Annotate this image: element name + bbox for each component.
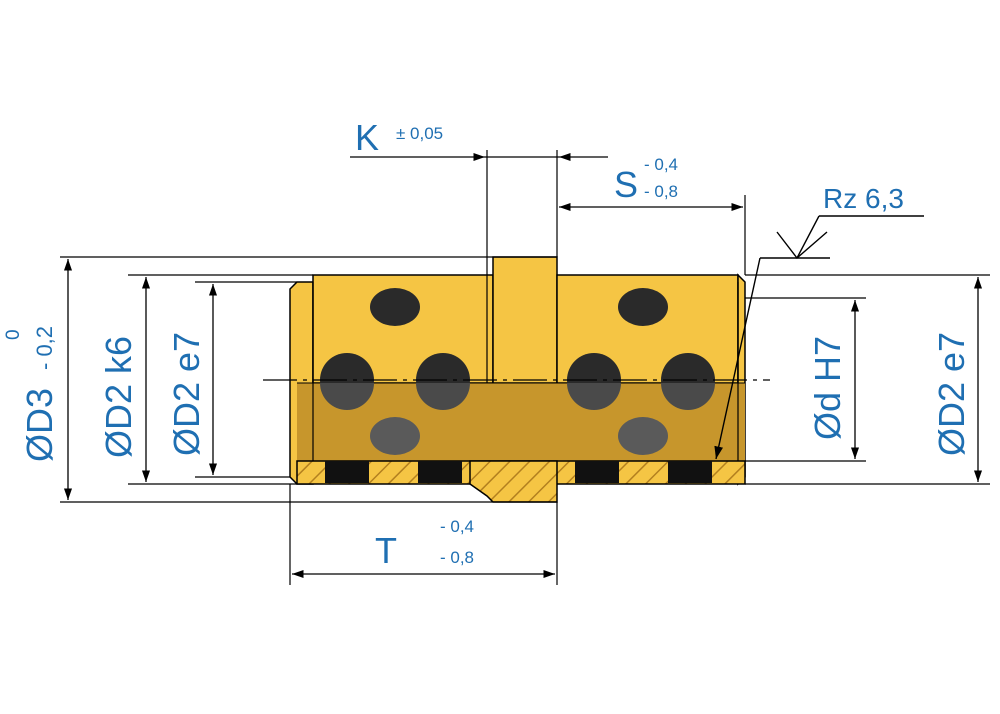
section-plug	[418, 461, 462, 483]
labels: ØD3 0 - 0,2 ØD2 k6 ØD2 e7 Ød H7 ØD2 e7 K…	[3, 117, 972, 571]
graphite-plug	[618, 417, 668, 455]
d3-tol-lower: - 0,2	[32, 326, 57, 370]
t-label: T	[375, 530, 397, 571]
s-tol-lower: - 0,8	[644, 182, 678, 201]
graphite-plug	[370, 288, 420, 326]
k-tol: ± 0,05	[396, 124, 443, 143]
collar	[492, 256, 558, 384]
graphite-plug	[618, 288, 668, 326]
d3-label: ØD3	[19, 388, 60, 462]
dimension-lines	[63, 152, 983, 579]
extension-lines	[60, 150, 990, 585]
bushing-body	[263, 256, 770, 503]
k-label: K	[355, 117, 379, 158]
d-h7-label: Ød H7	[807, 336, 848, 440]
section-plug	[575, 461, 619, 483]
d2-e7-right-label: ØD2 e7	[931, 332, 972, 456]
section-plug	[668, 461, 712, 483]
d2-e7-left-label: ØD2 e7	[166, 332, 207, 456]
surface-finish-symbol	[714, 215, 924, 460]
section-plug	[325, 461, 369, 483]
t-tol-upper: - 0,4	[440, 517, 474, 536]
d3-tol-upper: 0	[3, 329, 24, 340]
s-label: S	[614, 164, 638, 205]
rz-label: Rz 6,3	[823, 183, 904, 214]
d2-k6-label: ØD2 k6	[98, 336, 139, 458]
graphite-plug	[370, 417, 420, 455]
collar-section	[469, 460, 558, 503]
t-tol-lower: - 0,8	[440, 548, 474, 567]
s-tol-upper: - 0,4	[644, 155, 678, 174]
